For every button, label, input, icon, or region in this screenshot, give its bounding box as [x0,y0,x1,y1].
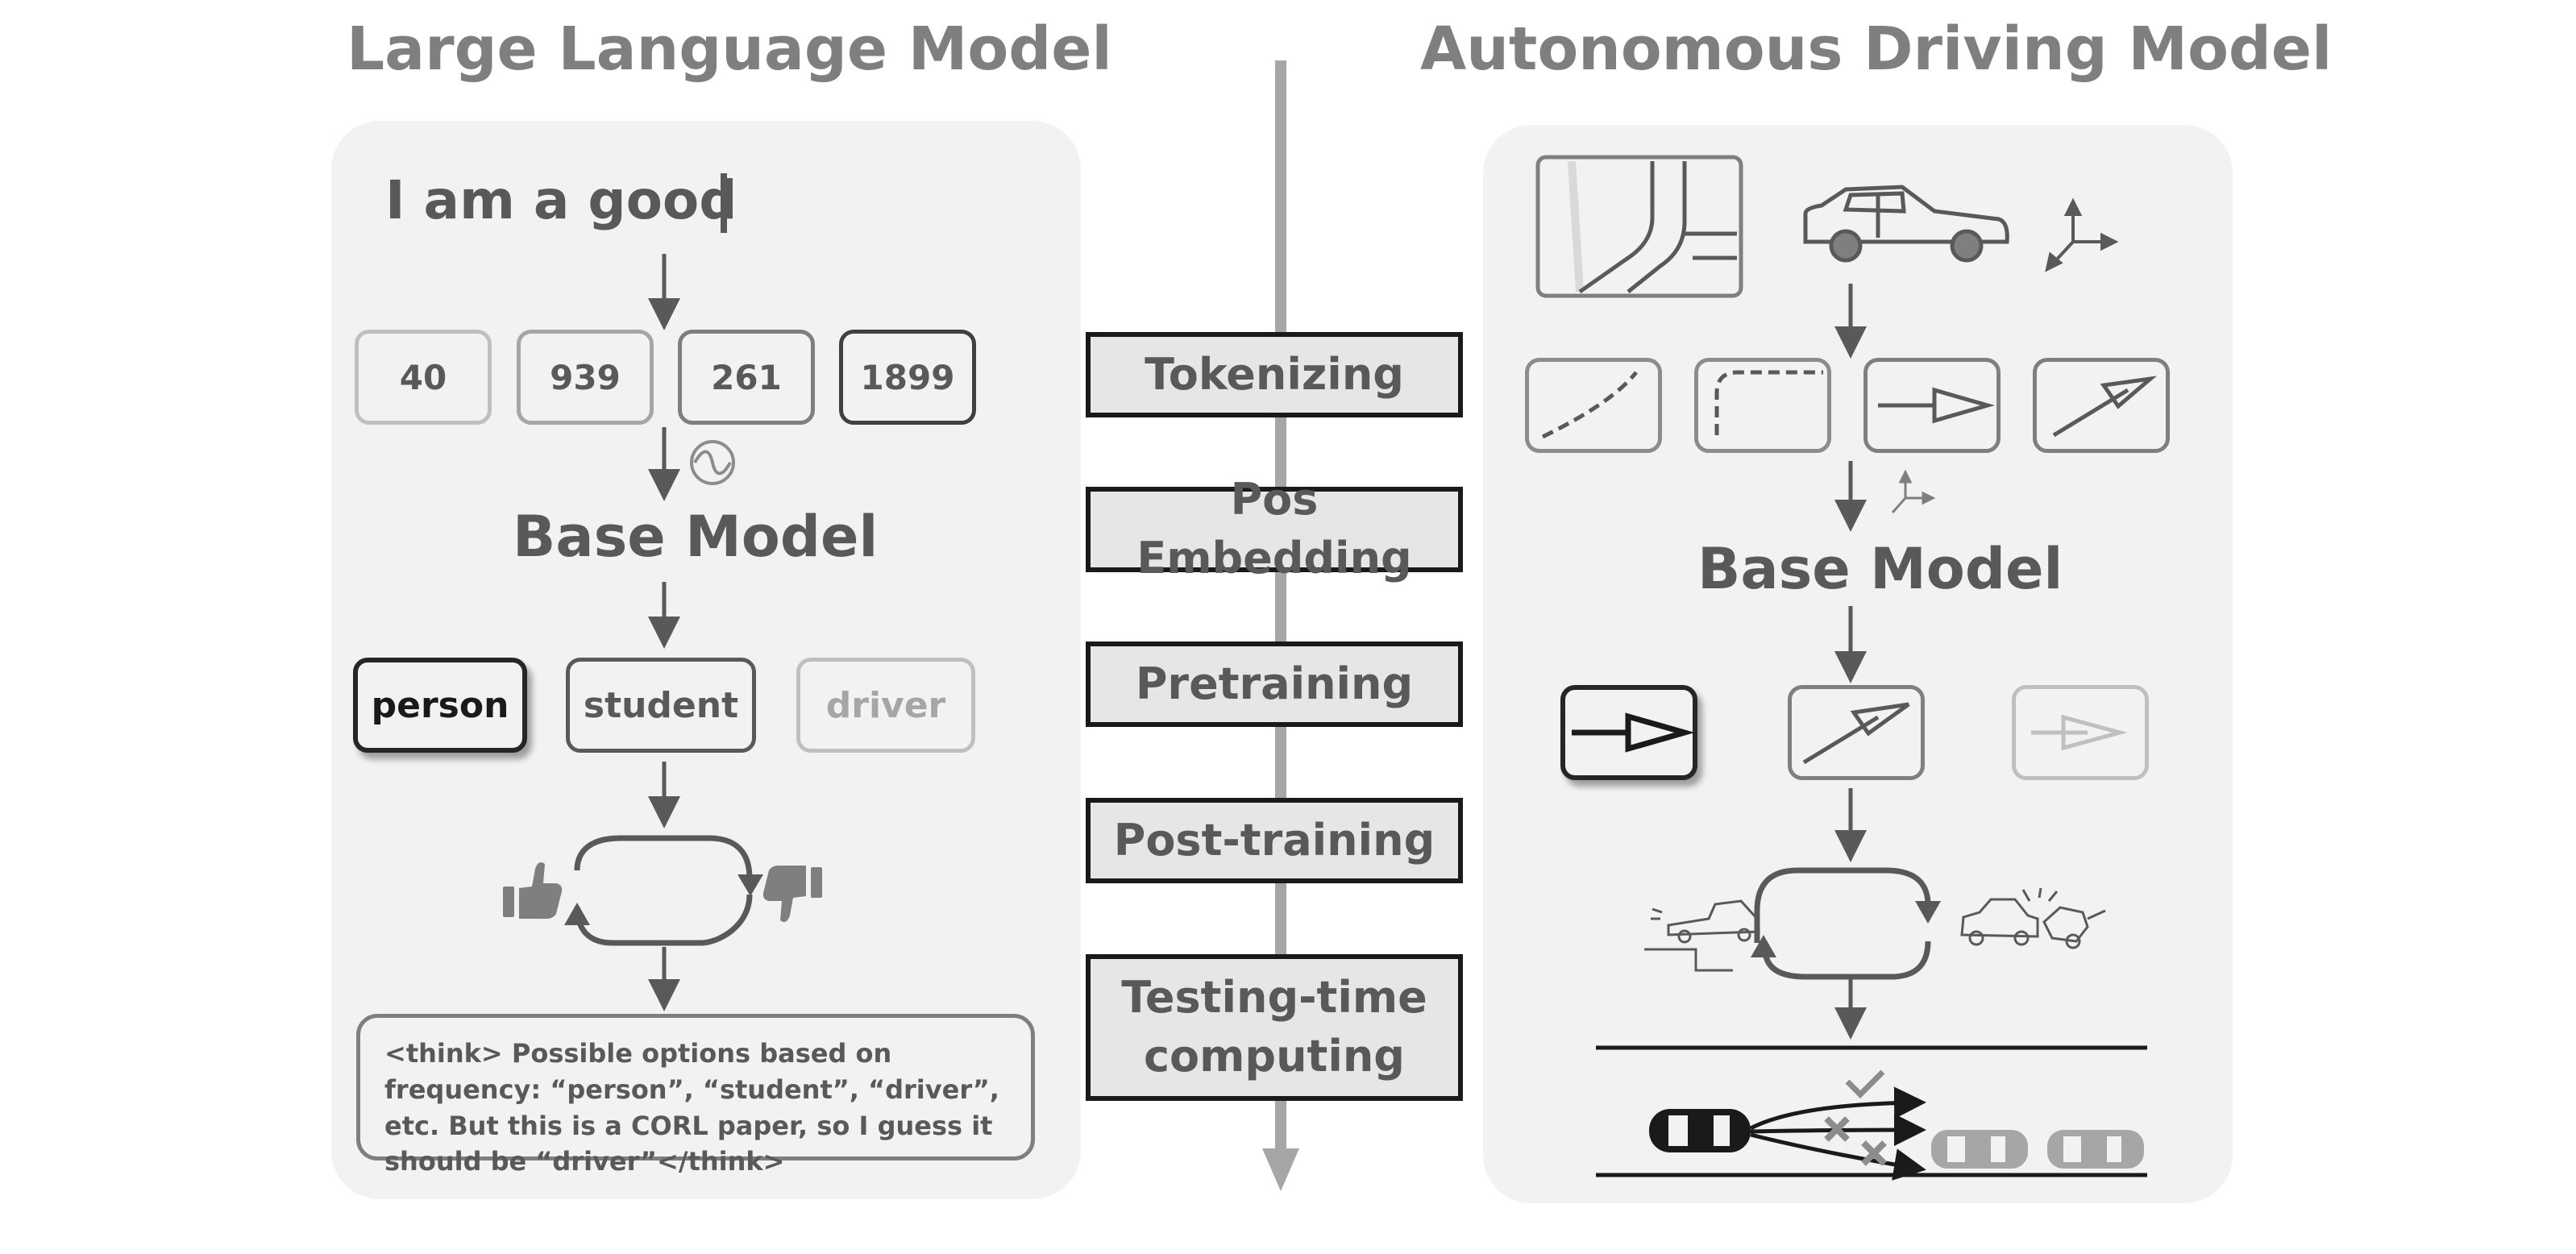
token-box: 1899 [839,330,976,425]
ad-title: Autonomous Driving Model [1420,15,2333,84]
axes-icon [1891,469,1936,513]
stage-post-training: Post-training [1086,798,1463,883]
straight-arrow-icon [1572,712,1695,753]
diagonal-arrow-icon [1802,702,1910,765]
car-crash-icon [1960,887,2106,949]
straight-arrow-icon [2031,714,2128,751]
candidate-trajectories [1749,1086,1926,1181]
candidate-box: student [566,658,756,753]
road-lane-lines [1596,1045,2147,1177]
car-cliff-icon [1644,899,1760,972]
llm-base-model: Base Model [513,504,879,570]
llm-input-text: I am a good [385,169,737,231]
ad-base-model: Base Model [1697,536,2063,602]
token-box: 40 [355,330,492,425]
car-icon [1803,185,2009,263]
trajectory-token-box [1525,358,1662,453]
diagonal-arrow-icon [2052,376,2158,438]
axes-icon [2045,197,2119,272]
other-car-icon [2047,1130,2144,1169]
curve-trajectory-icon [1541,371,1638,439]
straight-arrow-icon [1878,387,1996,424]
candidate-box: person [353,658,527,753]
token-box: 261 [678,330,815,425]
stage-tokenizing: Tokenizing [1086,332,1463,417]
position-encoding-icon [690,440,735,485]
candidate-box: driver [796,658,975,753]
checkmark-icon [1845,1069,1885,1098]
feedback-loop-icon [1754,867,1931,980]
stage-testing-time-computing: Testing-time computing [1086,954,1463,1101]
stage-pretraining: Pretraining [1086,642,1463,727]
thumbs-up-icon [503,862,563,919]
ego-car-icon [1649,1109,1751,1152]
llm-title: Large Language Model [347,15,1112,84]
stage-pos-embedding: Pos Embedding [1086,474,1463,583]
token-box: 939 [517,330,654,425]
other-car-icon [1931,1130,2028,1169]
cross-icon [1824,1116,1887,1166]
think-box: <think> Possible options based on freque… [356,1014,1035,1177]
map-icon [1535,155,1743,298]
cursor-icon [721,173,727,233]
thumbs-down-icon [762,866,822,922]
dashed-turn-icon [1714,370,1823,435]
